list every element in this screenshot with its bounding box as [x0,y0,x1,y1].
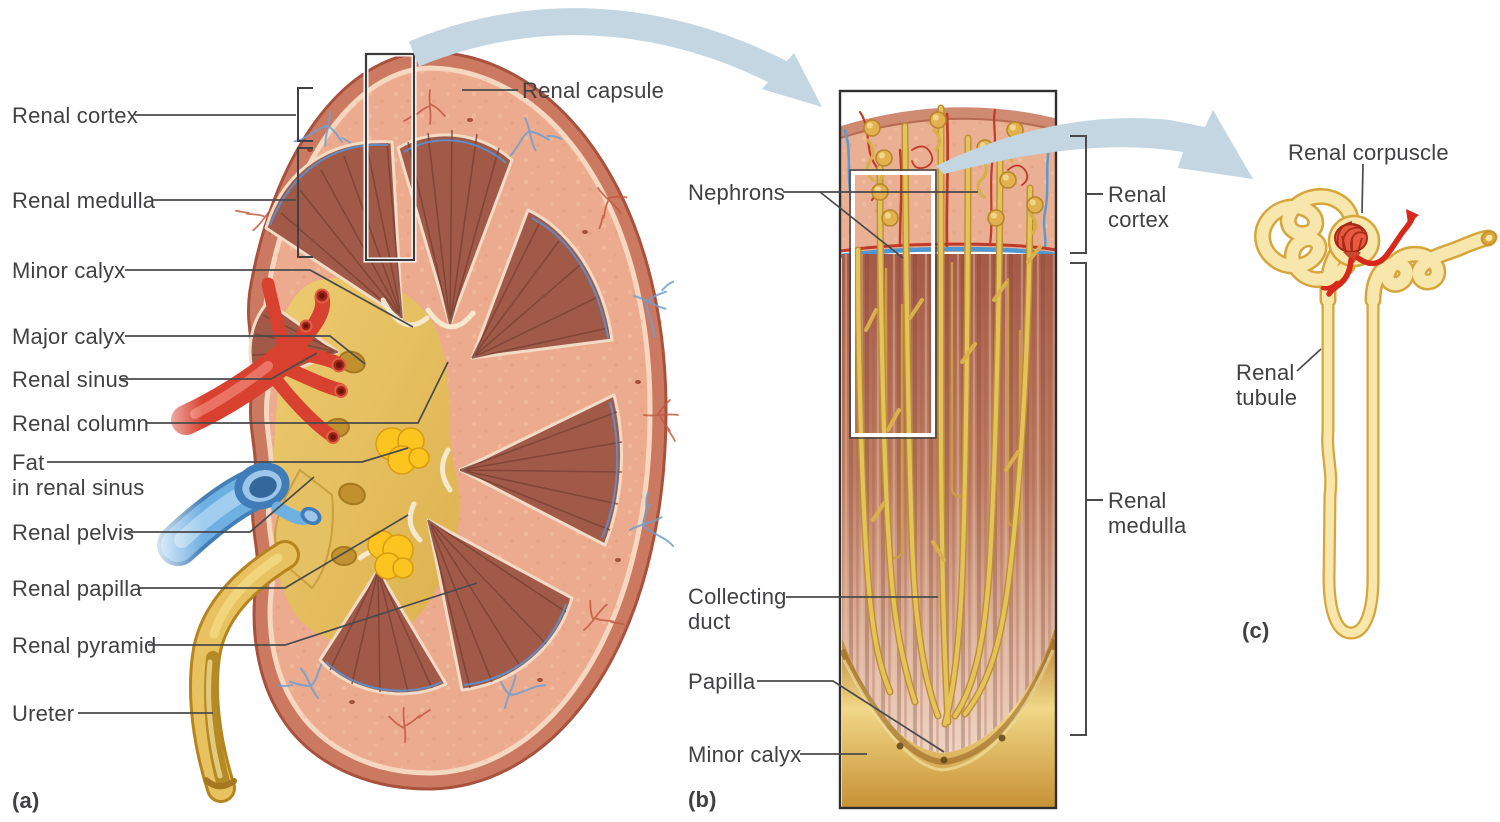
panel-c-tag: (c) [1242,618,1270,643]
label-minor-calyx: Minor calyx [12,258,126,283]
label-renal-pelvis: Renal pelvis [12,520,135,545]
label-nephrons: Nephrons [688,180,785,205]
label-major-calyx: Major calyx [12,324,126,349]
label-ureter: Ureter [12,701,75,726]
magnified-region-box-b [849,169,937,439]
label-renal-tubule: Renal tubule [1236,360,1298,410]
glomerular-arterioles [1320,209,1419,297]
cortex-medulla-brackets [297,87,313,258]
label-renal-pyramid: Renal pyramid [12,633,157,658]
ureter-tube [188,540,300,803]
label-papilla: Papilla [688,669,756,694]
label-renal-corpuscle: Renal corpuscle [1288,140,1449,165]
panel-a-tag: (a) [12,788,40,813]
collecting-ducts [854,104,1042,728]
magnified-region-box-a [363,51,417,263]
panel-b-tag: (b) [688,787,717,812]
leader-lines-c [1296,163,1364,372]
renal-corpuscle-shape [1327,214,1381,268]
label-minor-calyx-b: Minor calyx [688,742,802,767]
leader-lines-a [47,89,518,714]
magnify-arrow-b-to-c [936,110,1253,179]
label-renal-cortex: Renal cortex [12,103,138,128]
leader-lines-b [757,135,1103,755]
label-renal-cortex-b: Renal cortex [1108,182,1170,232]
label-renal-medulla-b: Renal medulla [1108,488,1187,538]
kidney-section-illustration [145,50,679,803]
kidney-lobe-illustration [838,89,1058,810]
nephron-illustration [1254,188,1498,640]
label-fat-in-renal-sinus: Fat in renal sinus [12,450,145,500]
cortex-vessels [233,89,679,744]
renal-pyramids [248,129,623,696]
label-renal-sinus: Renal sinus [12,367,130,392]
label-renal-papilla: Renal papilla [12,576,142,601]
label-collecting-duct: Collecting duct [688,584,787,634]
magnify-arrow-a-to-b [408,8,822,107]
label-renal-capsule: Renal capsule [522,78,665,103]
label-renal-medulla: Renal medulla [12,188,156,213]
sinus-fat [367,427,430,580]
label-renal-column: Renal column [12,411,149,436]
